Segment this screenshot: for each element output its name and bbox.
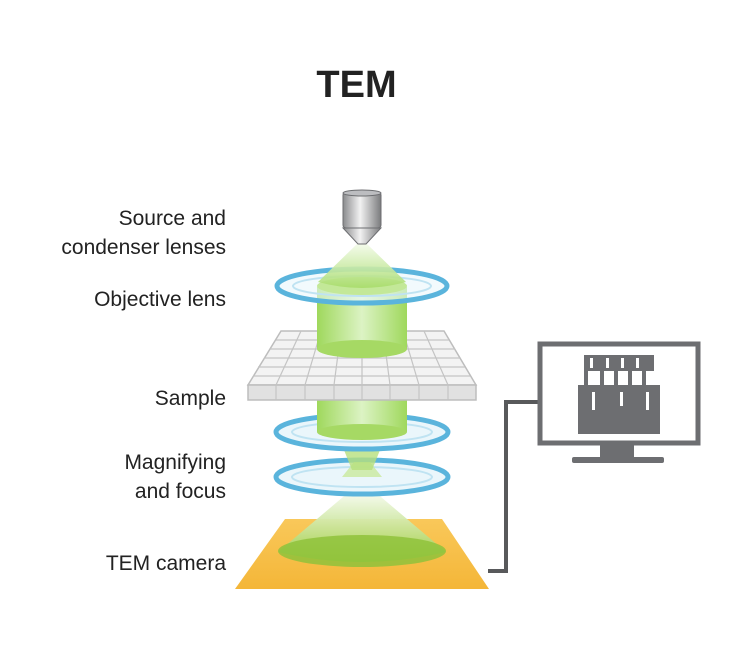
connector-cable [488, 400, 540, 573]
label-magnifying-focus: Magnifying and focus [124, 448, 226, 506]
label-source-line2: condenser lenses [61, 236, 226, 259]
diagram-title: TEM [316, 64, 397, 106]
label-magnifying-line2: and focus [134, 480, 226, 503]
beam-source-cone [318, 244, 406, 288]
monitor-screen-image [578, 355, 660, 434]
label-tem-camera: TEM camera [105, 552, 226, 575]
beam-cylinder-lower [317, 398, 407, 440]
beam-spot-camera [278, 535, 446, 567]
label-source-condenser: Source and condenser lenses [61, 204, 226, 262]
label-sample: Sample [154, 387, 226, 410]
monitor-icon [537, 341, 701, 463]
label-objective-lens: Objective lens [94, 288, 226, 311]
electron-gun-icon [341, 189, 383, 245]
label-magnifying-line1: Magnifying [124, 451, 226, 474]
label-source-line1: Source and [118, 207, 226, 230]
